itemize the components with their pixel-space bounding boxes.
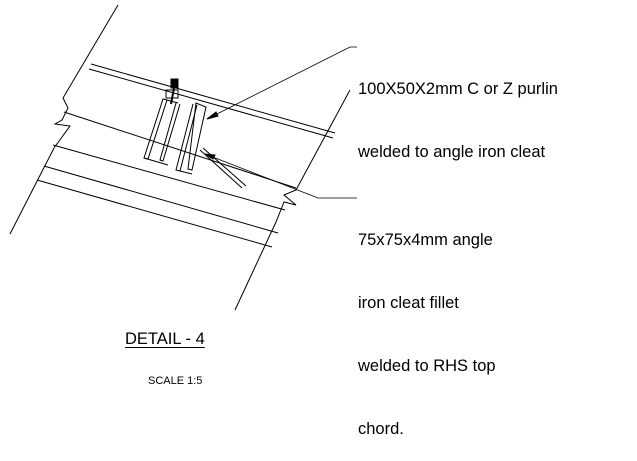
section-break-outline-right	[234, 89, 351, 311]
rhs-chord-line-2	[52, 144, 286, 211]
cleat-note-line-1: 75x75x4mm angle	[358, 231, 493, 249]
purlin-note-line-2: welded to angle iron cleat	[358, 143, 546, 161]
cleat-leader-arrow	[204, 153, 216, 160]
detail-scale: SCALE 1:5	[148, 375, 203, 387]
purlin-lip-bottom	[143, 157, 169, 166]
purlin-leader-line	[206, 46, 357, 120]
detail-title: DETAIL - 4	[125, 330, 205, 348]
angle-cleat-section	[187, 102, 207, 171]
section-break-outline-left	[9, 4, 119, 235]
angle-cleat-vertical-leg	[175, 103, 198, 172]
cleat-note-line-4: chord.	[358, 420, 404, 438]
rhs-chord-line-4	[36, 179, 273, 248]
cleat-note: 75x75x4mm angle iron cleat fillet welded…	[358, 188, 496, 461]
rhs-chord-line-3	[43, 165, 279, 234]
bolt-shank	[170, 87, 175, 105]
purlin-note: 100X50X2mm C or Z purlin welded to angle…	[358, 37, 558, 184]
rhs-chord-top-edge	[63, 111, 297, 189]
purlin-leader-arrow	[206, 111, 219, 120]
detail-drawing	[9, 4, 357, 311]
purlin-web-right	[159, 102, 181, 162]
purlin-note-line-1: 100X50X2mm C or Z purlin	[358, 80, 558, 98]
cleat-note-line-2: iron cleat fillet	[358, 294, 459, 312]
purlin-flange-top	[166, 99, 179, 104]
bolt-nut	[165, 89, 179, 99]
cleat-note-line-3: welded to RHS top	[358, 357, 496, 375]
angle-cleat-base	[179, 170, 193, 175]
upper-member-edge-2	[88, 68, 334, 139]
bolt-head	[170, 78, 179, 89]
cleat-leader-line	[204, 153, 357, 199]
upper-member-edge-1	[90, 63, 336, 134]
purlin-web-left	[143, 98, 168, 160]
